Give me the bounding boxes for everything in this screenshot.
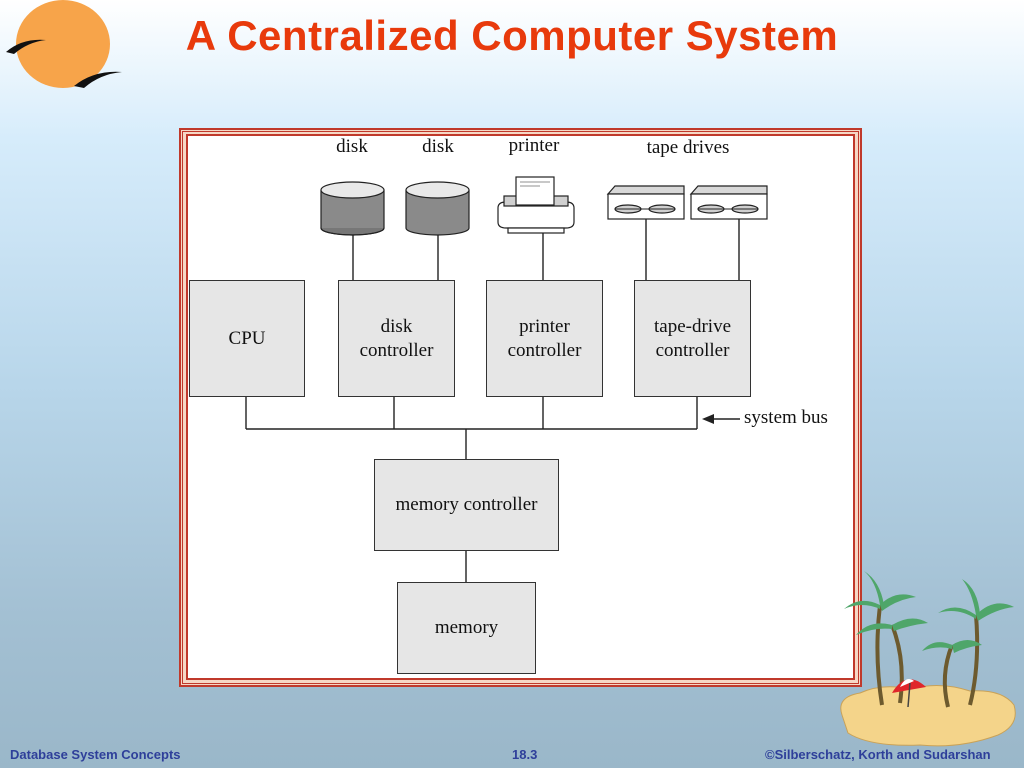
memory-controller-label: memory controller: [395, 494, 538, 515]
sun-logo: [16, 0, 110, 88]
palm-island-icon: [840, 571, 1016, 747]
diagram-frame-line: [182, 131, 859, 684]
tape-drive-controller-box: tape-drive controller: [634, 280, 751, 397]
birds-icon: [6, 39, 122, 88]
memory-label: memory: [434, 617, 499, 638]
disk-label-2: disk: [422, 136, 454, 157]
printer-icon: [497, 176, 575, 234]
memory-box: memory: [397, 582, 536, 674]
system-bus-label: system bus: [744, 407, 828, 428]
footer-slide-number: 18.3: [512, 747, 538, 762]
cpu-box: CPU: [189, 280, 305, 397]
tape-drives-label: tape drives: [646, 137, 730, 158]
tape-drive-controller-label: tape-drive controller: [653, 315, 731, 361]
disk-controller-label: disk controller: [359, 315, 434, 361]
slide-title: A Centralized Computer System: [185, 12, 839, 59]
memory-controller-box: memory controller: [374, 459, 559, 551]
disk-controller-box: disk controller: [338, 280, 455, 397]
printer-controller-label: printer controller: [507, 315, 582, 361]
disk-icon: [405, 181, 470, 236]
disk-label-1: disk: [336, 136, 368, 157]
disk-icon: [320, 181, 385, 236]
footer-copyright: ©Silberschatz, Korth and Sudarshan: [765, 747, 991, 762]
beach-umbrella-icon: [892, 679, 926, 708]
footer-course: Database System Concepts: [10, 747, 181, 762]
printer-controller-box: printer controller: [486, 280, 603, 397]
tape-drive-icon: [689, 185, 768, 220]
printer-label: printer: [508, 135, 560, 156]
cpu-label: CPU: [228, 327, 266, 349]
tape-drive-icon: [606, 185, 685, 220]
